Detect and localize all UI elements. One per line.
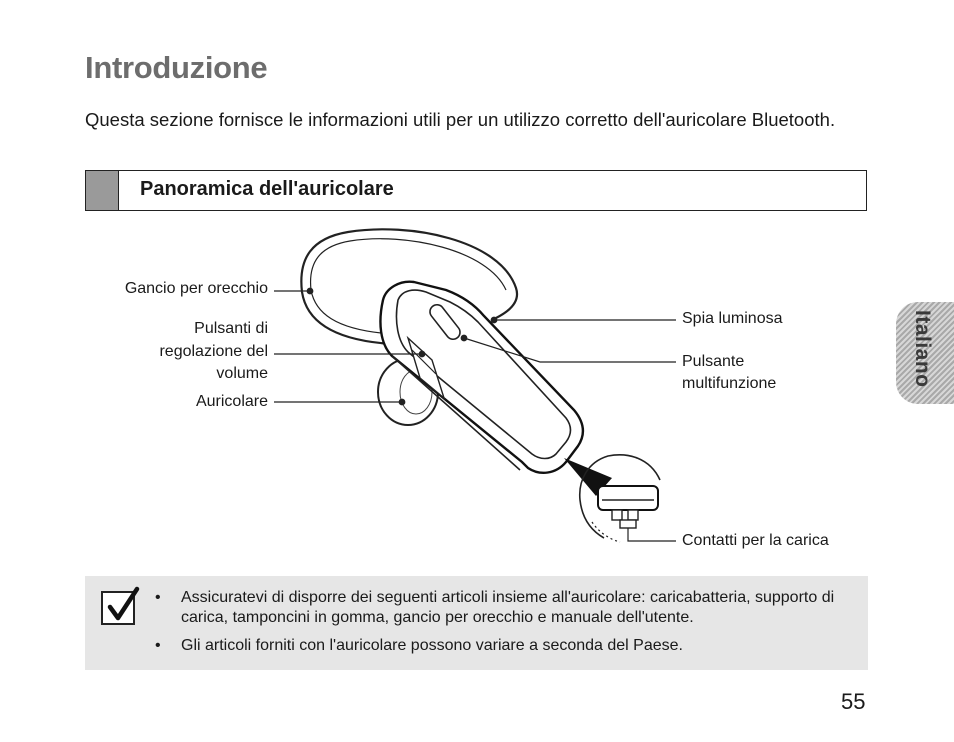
leader-indicator-dot — [490, 316, 498, 324]
leader-multifunction-dot — [460, 334, 468, 342]
section-header-marker — [86, 171, 119, 210]
page-title: Introduzione — [85, 50, 268, 85]
note-item: • Gli articoli forniti con l'auricolare … — [155, 636, 855, 656]
section-title: Panoramica dell'auricolare — [140, 178, 394, 200]
language-tab: Italiano — [896, 302, 954, 404]
headset-side-edge — [391, 355, 521, 471]
label-volume-line-2: regolazione del — [159, 343, 268, 360]
language-tab-label: Italiano — [911, 310, 934, 388]
label-multifunction-line-2: multifunzione — [682, 375, 777, 392]
leader-volume-dot — [418, 350, 426, 358]
label-multifunction-line-1: Pulsante — [682, 353, 745, 370]
label-charging-contacts: Contatti per la carica — [682, 532, 829, 549]
charging-contact-left — [611, 509, 623, 521]
label-ear-hook: Gancio per orecchio — [124, 280, 268, 297]
multifunction-button — [429, 303, 461, 341]
charging-contact-right — [627, 509, 639, 521]
checkmark-icon — [101, 586, 140, 625]
note-item-text: Assicuratevi di disporre dei seguenti ar… — [181, 589, 835, 626]
charging-contact-base — [619, 519, 637, 529]
leader-hook-dot — [306, 287, 314, 295]
leader-charging — [627, 528, 676, 542]
leader-earpiece-dot — [398, 398, 406, 406]
charging-port — [597, 485, 659, 511]
note-item: • Assicuratevi di disporre dei seguenti … — [155, 588, 855, 628]
label-volume-line-3: volume — [216, 365, 268, 382]
section-header: Panoramica dell'auricolare — [85, 170, 867, 211]
intro-paragraph: Questa sezione fornisce le informazioni … — [85, 109, 836, 130]
label-indicator-light: Spia luminosa — [682, 310, 783, 327]
label-earpiece: Auricolare — [195, 393, 268, 410]
page-number: 55 — [841, 689, 866, 714]
leader-multifunction — [463, 337, 676, 363]
bullet: • — [155, 637, 161, 654]
ear-hook — [300, 228, 519, 346]
ear-hook-inner — [309, 238, 507, 335]
label-volume-line-1: Pulsanti di — [194, 320, 268, 337]
zoom-circle — [579, 454, 661, 539]
headset-front-face — [395, 289, 572, 460]
note-box: • Assicuratevi di disporre dei seguenti … — [85, 576, 868, 670]
note-item-text: Gli articoli forniti con l'auricolare po… — [181, 637, 683, 654]
note-list: • Assicuratevi di disporre dei seguenti … — [155, 588, 855, 664]
bullet: • — [155, 589, 161, 606]
